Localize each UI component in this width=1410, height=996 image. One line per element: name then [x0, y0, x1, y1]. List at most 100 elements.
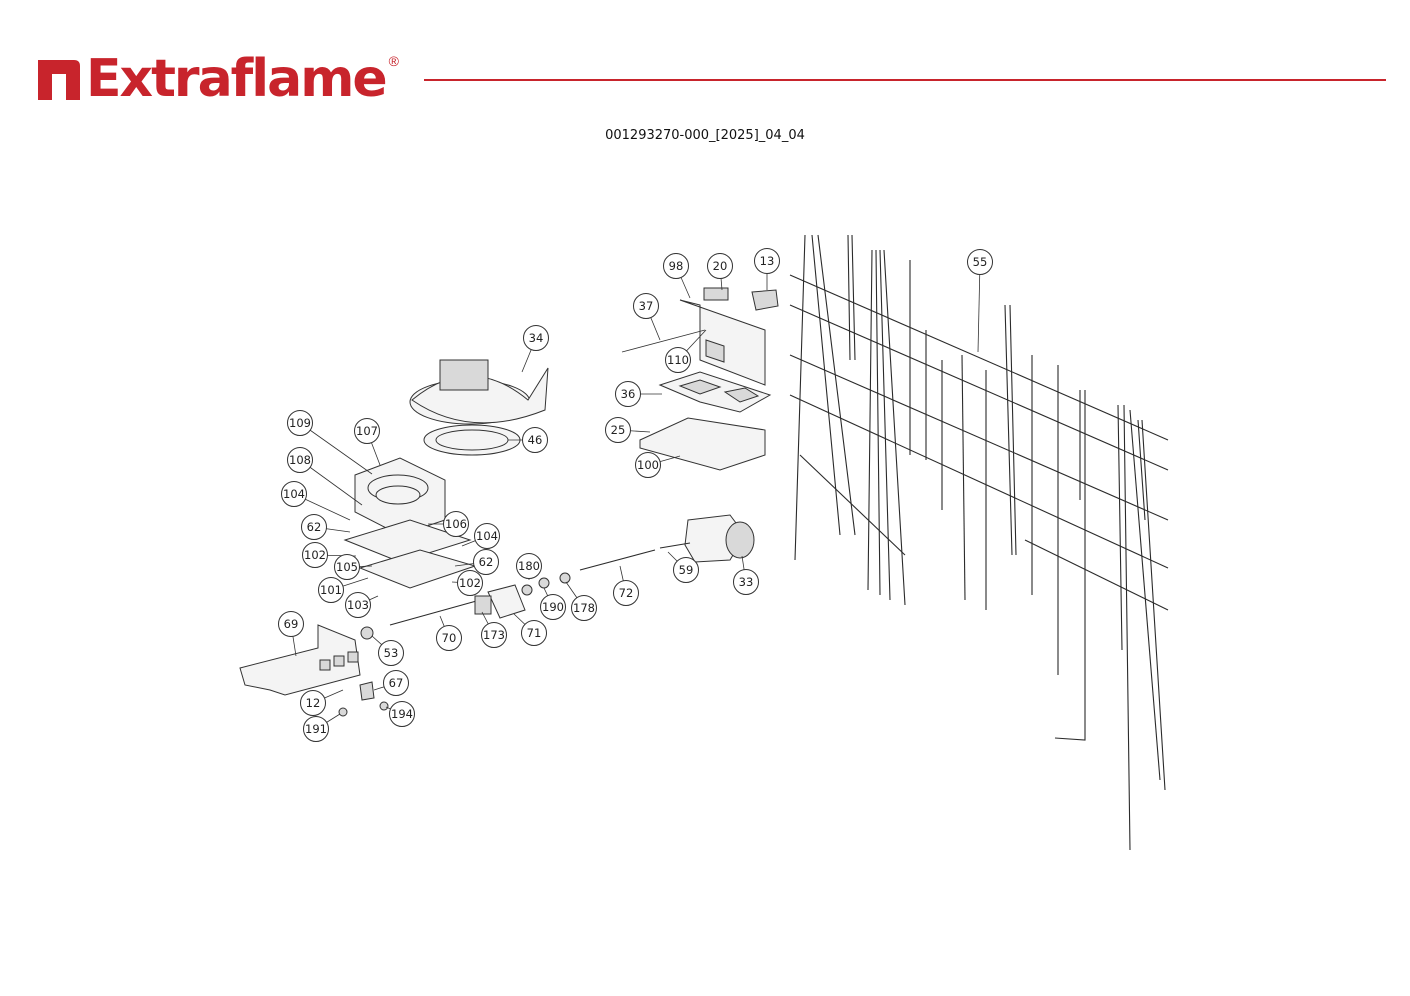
callout-104: 104: [474, 523, 500, 549]
callout-13: 13: [754, 248, 780, 274]
callout-circle: [334, 554, 360, 580]
callout-label: 173: [483, 628, 505, 642]
callout-106: 106: [443, 511, 469, 537]
callout-46: 46: [522, 427, 548, 453]
callout-leader: [299, 422, 373, 475]
callout-label: 107: [356, 424, 378, 438]
callout-label: 62: [479, 555, 494, 569]
callout-circle: [278, 611, 304, 637]
callout-circle: [481, 622, 507, 648]
callout-105: 105: [334, 554, 360, 580]
callout-label: 53: [384, 646, 399, 660]
callout-34: 34: [523, 325, 549, 351]
callout-190: 190: [540, 594, 566, 620]
callout-label: 190: [542, 600, 564, 614]
callout-circle: [354, 418, 380, 444]
callout-102: 102: [457, 570, 483, 596]
callout-circle: [707, 253, 733, 279]
callout-circle: [345, 592, 371, 618]
callout-20: 20: [707, 253, 733, 279]
callout-circle: [633, 293, 659, 319]
callout-label: 37: [639, 299, 654, 313]
callout-label: 178: [573, 601, 595, 615]
callout-circle: [540, 594, 566, 620]
callout-circle: [663, 253, 689, 279]
callout-label: 98: [669, 259, 684, 273]
callout-circle: [967, 249, 993, 275]
callout-98: 98: [663, 253, 689, 279]
callout-59: 59: [673, 557, 699, 583]
callout-label: 13: [760, 254, 775, 268]
callout-36: 36: [615, 381, 641, 407]
callout-circle: [516, 553, 542, 579]
callout-circle: [733, 569, 759, 595]
callout-circle: [300, 690, 326, 716]
callout-label: 67: [389, 676, 404, 690]
callout-circle: [523, 325, 549, 351]
callout-circle: [474, 523, 500, 549]
callout-label: 62: [307, 520, 322, 534]
callout-71: 71: [521, 620, 547, 646]
callout-33: 33: [733, 569, 759, 595]
callout-62: 62: [473, 549, 499, 575]
callout-circle: [615, 381, 641, 407]
callout-label: 194: [391, 707, 413, 721]
callout-label: 72: [619, 586, 634, 600]
callout-label: 34: [529, 331, 544, 345]
document-code: 001293270-000_[2025]_04_04: [605, 128, 805, 143]
callout-label: 20: [713, 259, 728, 273]
header-rule: [424, 79, 1386, 81]
callout-label: 103: [347, 598, 369, 612]
callout-53: 53: [378, 640, 404, 666]
callout-label: 36: [621, 387, 636, 401]
callout-label: 110: [667, 353, 689, 367]
callout-70: 70: [436, 625, 462, 651]
callout-circle: [318, 577, 344, 603]
callout-label: 104: [476, 529, 498, 543]
callout-circle: [457, 570, 483, 596]
brand-logo: Extraflame ®: [34, 52, 399, 106]
callout-69: 69: [278, 611, 304, 637]
callout-label: 102: [459, 576, 481, 590]
part-drawings: [239, 234, 1169, 851]
callout-circle: [302, 542, 328, 568]
callout-103: 103: [345, 592, 371, 618]
callout-circle: [613, 580, 639, 606]
extraflame-logo-icon: [38, 60, 80, 100]
callout-label: 101: [320, 583, 342, 597]
callout-circle: [383, 670, 409, 696]
callout-circle: [443, 511, 469, 537]
callout-label: 46: [528, 433, 543, 447]
callout-label: 33: [739, 575, 754, 589]
callout-circle: [665, 347, 691, 373]
callout-173: 173: [481, 622, 507, 648]
callout-180: 180: [516, 553, 542, 579]
callout-circle: [673, 557, 699, 583]
callout-circle: [635, 452, 661, 478]
callout-circle: [303, 716, 329, 742]
callout-107: 107: [354, 418, 380, 444]
callout-circle: [473, 549, 499, 575]
callout-12: 12: [300, 690, 326, 716]
callout-191: 191: [303, 716, 329, 742]
callout-leader: [977, 261, 981, 353]
callout-circle: [522, 427, 548, 453]
callout-label: 105: [336, 560, 358, 574]
callout-label: 106: [445, 517, 467, 531]
callout-circle: [389, 701, 415, 727]
callout-108: 108: [287, 447, 313, 473]
callout-101: 101: [318, 577, 344, 603]
callout-37: 37: [633, 293, 659, 319]
callout-55: 55: [967, 249, 993, 275]
callout-label: 71: [527, 626, 542, 640]
brand-name: Extraflame: [86, 49, 388, 109]
callout-circle: [281, 481, 307, 507]
callout-102: 102: [302, 542, 328, 568]
registered-mark: ®: [388, 53, 399, 69]
callout-circle: [287, 447, 313, 473]
callout-110: 110: [665, 347, 691, 373]
callout-104: 104: [281, 481, 307, 507]
callout-circle: [605, 417, 631, 443]
callout-72: 72: [613, 580, 639, 606]
